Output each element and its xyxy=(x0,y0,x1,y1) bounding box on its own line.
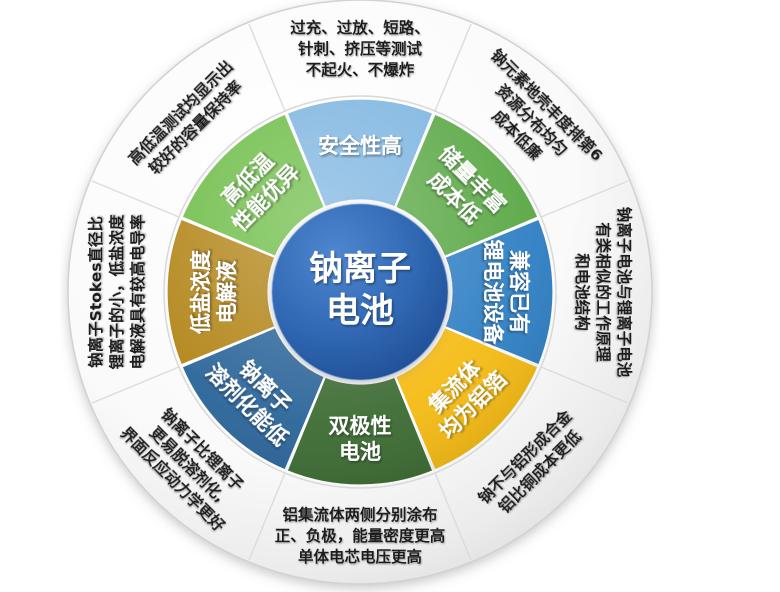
center-title-line2: 电池 xyxy=(326,291,394,331)
inner-label-line: 双极性 xyxy=(329,414,392,438)
segment-divider-group xyxy=(91,23,629,561)
outer-label-line: 不起火、不爆炸 xyxy=(306,60,415,79)
divider-abundant-reserves xyxy=(433,23,472,113)
inner-label-line: 低盐浓度 xyxy=(189,250,213,335)
divider-compatible-equipment xyxy=(539,180,629,219)
outer-label-line: 电解液具有较高电导率 xyxy=(128,214,147,370)
outer-label-line: 过充、过放、短路、 xyxy=(290,18,430,37)
inner-label-line: 安全性高 xyxy=(318,134,402,158)
outer-ring-inner-border xyxy=(163,95,557,489)
inner-label-line: 兼容已有 xyxy=(507,250,531,334)
inner-label-line: 锂电池设备 xyxy=(481,240,505,346)
outer-label-line: 钠离子Stokes直径比 xyxy=(86,216,105,368)
outer-label-line: 铝集流体两侧分别涂布 xyxy=(282,505,437,524)
wheel-svg: 钠离子 电池 安全性高储量丰富成本低兼容已有锂电池设备集流体均为铝箔双极性电池钠… xyxy=(67,0,653,585)
divider-low-salt-electrolyte xyxy=(91,365,181,404)
divider-safety xyxy=(248,23,287,113)
outer-ring-border xyxy=(67,0,653,585)
center-title-line1: 钠离子 xyxy=(309,249,411,289)
center-circle-rim xyxy=(271,203,449,381)
center-circle[interactable] xyxy=(272,204,448,380)
outer-label-line: 钠离子电池与锂离子电池 xyxy=(615,207,634,378)
inner-label-line: 电解液 xyxy=(215,261,239,324)
inner-label-line: 电池 xyxy=(339,440,381,464)
divider-low-solvation-energy xyxy=(248,471,287,561)
outer-label-line: 单体电芯电压更高 xyxy=(298,547,422,566)
outer-label-line: 有类相似的工作原理 xyxy=(594,222,613,362)
inner-label-low-salt-electrolyte: 低盐浓度电解液 xyxy=(189,250,239,335)
outer-label-line: 正、负极，能量密度更高 xyxy=(275,526,446,545)
outer-label-line: 针刺、挤压等测试 xyxy=(298,39,423,58)
divider-temperature-performance xyxy=(91,180,181,219)
divider-bipolar-battery xyxy=(433,471,472,561)
outer-label-low-salt-electrolyte: 钠离子Stokes直径比锂离子的小，低盐浓度电解液具有较高电导率 xyxy=(86,214,147,370)
outer-label-line: 和电池结构 xyxy=(573,253,592,331)
divider-aluminum-collector xyxy=(539,365,629,404)
inner-label-safety: 安全性高 xyxy=(318,134,402,158)
outer-label-line: 锂离子的小，低盐浓度 xyxy=(107,214,126,370)
radial-wheel-diagram: 钠离子 电池 安全性高储量丰富成本低兼容已有锂电池设备集流体均为铝箔双极性电池钠… xyxy=(60,0,660,592)
